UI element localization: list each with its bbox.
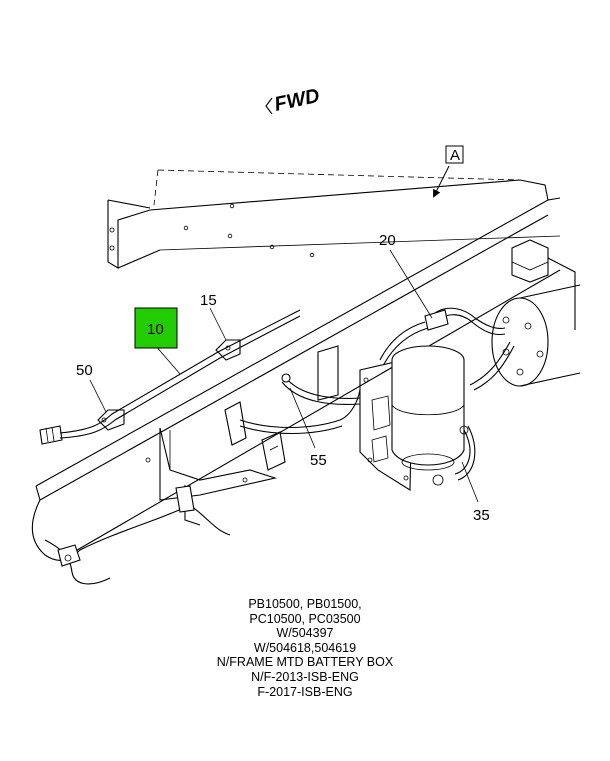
lower-harness xyxy=(31,485,231,585)
view-a-callout: A xyxy=(433,145,464,198)
applicability-notes: PB10500, PB01500, PC10500, PC03500 W/504… xyxy=(155,597,455,699)
fwd-label: FWD xyxy=(272,85,321,116)
battery-cable-assembly xyxy=(39,309,301,445)
callout-55[interactable]: 55 xyxy=(310,452,327,469)
leader-lines xyxy=(89,249,479,503)
callout-10-highlight[interactable] xyxy=(134,307,178,349)
note-line: N/FRAME MTD BATTERY BOX xyxy=(216,655,394,670)
callout-35[interactable]: 35 xyxy=(473,507,490,524)
note-line: N/F-2013-ISB-ENG xyxy=(251,669,359,684)
view-a-arrow xyxy=(433,165,450,198)
view-a-box xyxy=(445,145,464,164)
view-a-label: A xyxy=(450,147,460,164)
note-line: W/504618,504619 xyxy=(253,640,357,655)
callout-15[interactable]: 15 xyxy=(200,292,217,309)
frame-rail xyxy=(35,169,576,561)
fwd-indicator: FWD xyxy=(265,85,322,116)
note-line: F-2017-ISB-ENG xyxy=(257,684,353,699)
callout-20[interactable]: 20 xyxy=(379,232,396,249)
note-line: PB10500, PB01500, xyxy=(248,597,362,611)
air-dryer xyxy=(391,345,469,486)
callout-50[interactable]: 50 xyxy=(76,362,93,379)
callout-10[interactable]: 10 xyxy=(147,321,164,338)
air-tank xyxy=(491,284,581,387)
fwd-arrow-icon xyxy=(265,97,273,115)
air-lines xyxy=(239,307,515,481)
cable-clip xyxy=(224,401,286,471)
note-line: W/504397 xyxy=(276,626,334,641)
note-line: PC10500, PC03500 xyxy=(249,611,361,626)
